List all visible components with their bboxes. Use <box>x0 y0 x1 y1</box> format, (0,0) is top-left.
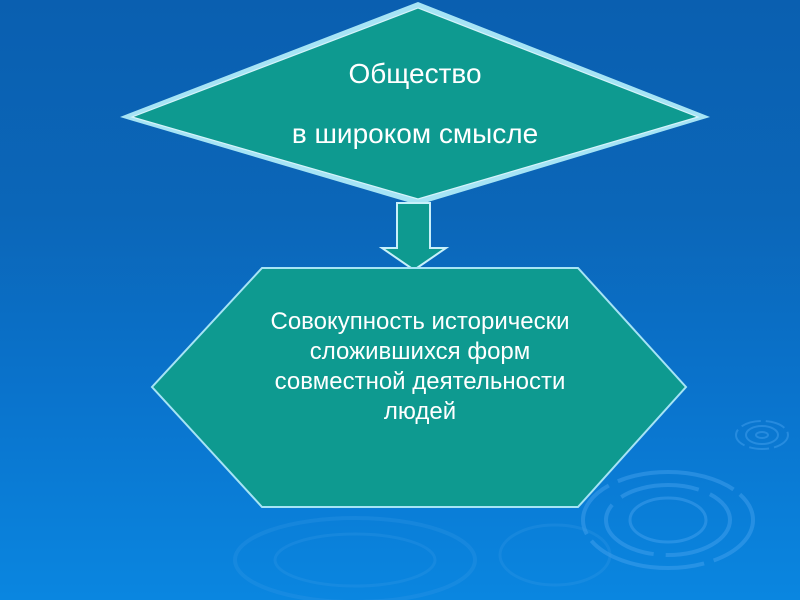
hexagon-shape <box>150 267 688 508</box>
hexagon-text-line: совместной деятельности <box>274 368 566 395</box>
hexagon-text-line: сложившихся форм <box>309 338 531 365</box>
hexagon-text-line: Совокупность исторически <box>270 308 570 335</box>
top-shape-title: Общество <box>348 58 482 89</box>
top-shape-subtitle: в широком смысле <box>291 118 539 149</box>
ripple-decoration-small <box>735 420 789 450</box>
diamond-shape <box>120 2 710 205</box>
down-arrow-icon <box>378 202 450 272</box>
hexagon-text-line: людей <box>383 398 457 425</box>
ripple-decoration-large <box>581 470 755 570</box>
ripple-decoration-faint <box>233 516 612 600</box>
hexagon-text: Совокупность исторически сложившихся фор… <box>190 307 650 427</box>
